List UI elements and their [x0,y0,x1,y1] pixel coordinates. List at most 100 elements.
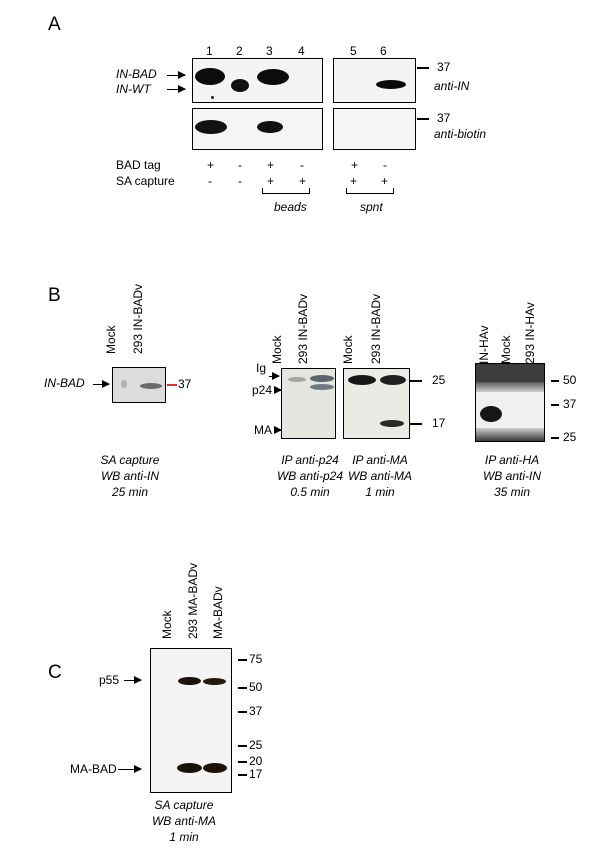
blot-a-top-right [333,58,416,103]
lane-label: Mock [499,335,513,364]
caption: SA capture WB anti-IN 25 min [100,453,160,499]
group-bracket [262,188,310,194]
marker-tick [238,761,247,763]
lane-label: Mock [160,610,174,639]
sa-capture-value: + [381,174,389,188]
lane-label: IN-HAv [477,325,491,364]
blot-a-bottom-left [192,108,323,150]
lane-label: 293 MA-BADv [186,562,200,639]
lane-label: Mock [270,335,284,364]
bad-tag-value: - [383,158,387,172]
marker-25: 25 [432,373,446,387]
antibody-label: anti-IN [434,79,470,93]
bad-tag-value: + [207,158,215,172]
marker-25: 25 [249,738,263,752]
group-bracket [346,188,394,194]
panel-b-letter: B [48,285,61,306]
blot-a-top-left [192,58,323,103]
sa-capture-value: + [299,174,307,188]
antibody-label: anti-biotin [434,127,487,141]
band [178,677,201,685]
marker-37: 37 [437,111,451,125]
marker-tick [167,384,177,386]
arrow-icon [93,380,110,388]
caption: IP anti-HA WB anti-IN 35 min [482,453,541,499]
marker-37: 37 [249,704,263,718]
marker-tick [551,380,559,382]
marker-tick [238,687,247,689]
band [288,377,306,382]
marker-37: 37 [178,377,192,391]
lane-label: 293 IN-BADv [369,293,383,364]
marker-tick [551,437,559,439]
band [203,763,227,773]
marker-tick [417,67,429,69]
panel-a-letter: A [48,14,61,35]
blot-background [476,428,544,441]
marker-37: 37 [563,397,577,411]
arrow-icon [274,426,282,434]
band [257,69,289,85]
band-label-in-wt: IN-WT [116,82,151,96]
arrow-icon [124,676,142,684]
marker-37: 37 [437,60,451,74]
blot-a-bottom-right [333,108,416,150]
lane-number: 2 [236,44,243,58]
marker-25: 25 [563,430,577,444]
sa-capture-value: + [350,174,358,188]
blot-b4 [475,363,545,442]
band [380,375,406,385]
blot-background [476,382,544,392]
band-label-in-bad: IN-BAD [44,376,85,390]
caption: IP anti-MA WB anti-MA 1 min [347,453,412,499]
blot-c [150,648,232,793]
lane-number: 5 [350,44,357,58]
marker-50: 50 [249,680,263,694]
sa-capture-value: + [267,174,275,188]
marker-tick [238,745,247,747]
marker-tick [417,118,429,120]
group-label-beads: beads [274,200,307,214]
lane-label: 293 IN-HAv [523,302,537,364]
row-label-sa-capture: SA capture [116,174,175,188]
lane-number: 4 [298,44,305,58]
lane-number: 6 [380,44,387,58]
band [231,79,249,92]
sa-capture-value: - [208,174,212,188]
lane-label: Mock [341,335,355,364]
marker-tick [410,423,422,425]
band [211,96,214,99]
lane-label: 293 IN-BADv [296,293,310,364]
marker-tick [551,404,559,406]
band [195,68,225,85]
lane-number: 1 [206,44,213,58]
blot-b3 [343,368,410,439]
group-label-spnt: spnt [360,200,383,214]
lane-label: Mock [104,325,118,354]
band [177,763,202,773]
arrow-icon [167,71,186,79]
band [257,121,283,133]
marker-tick [238,711,247,713]
band-label-in-bad: IN-BAD [116,67,157,81]
band-label-ma-bad: MA-BAD [70,762,117,776]
marker-50: 50 [563,373,577,387]
band [310,375,334,382]
bad-tag-value: + [267,158,275,172]
band [203,678,226,685]
band [380,420,404,427]
marker-17: 17 [249,767,263,781]
blot-b2 [281,368,336,439]
arrow-icon [269,372,280,380]
band-label-p24: p24 [252,383,273,397]
arrow-icon [274,386,282,394]
marker-tick [410,380,422,382]
blot-b1 [112,367,166,403]
marker-75: 75 [249,652,263,666]
row-label-bad-tag: BAD tag [116,158,161,172]
bad-tag-value: - [300,158,304,172]
sa-capture-value: - [238,174,242,188]
band-label-p55: p55 [99,673,120,687]
caption: SA capture WB anti-MA 1 min [151,798,216,844]
bad-tag-value: + [351,158,359,172]
